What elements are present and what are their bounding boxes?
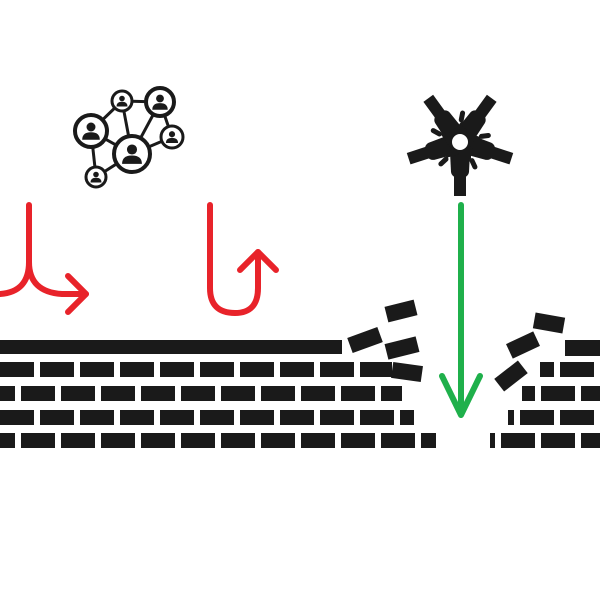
- wall-brick: [360, 410, 394, 425]
- wall-brick: [120, 362, 154, 377]
- person-node: [73, 113, 109, 149]
- wall-brick: [101, 433, 135, 448]
- wall-brick: [581, 433, 600, 448]
- loose-brick: [347, 327, 383, 353]
- wall-brick: [541, 386, 575, 401]
- brick-wall: [0, 340, 600, 448]
- wall-brick: [280, 362, 314, 377]
- wall-brick: [0, 433, 15, 448]
- wall-brick: [490, 433, 495, 448]
- wall-brick: [21, 433, 55, 448]
- wall-brick: [301, 433, 335, 448]
- wall-brick: [560, 410, 594, 425]
- wall-brick: [40, 410, 74, 425]
- wall-brick: [320, 362, 354, 377]
- wall-brick: [0, 362, 34, 377]
- wall-brick: [61, 386, 95, 401]
- u-turn-deflect-arrow: [207, 202, 279, 316]
- wall-brick: [341, 386, 375, 401]
- through-gap-arrow: [439, 202, 483, 418]
- wall-brick: [421, 433, 436, 448]
- wall-brick: [522, 386, 535, 401]
- wall-brick: [240, 362, 274, 377]
- hand: [423, 94, 469, 145]
- wall-brick: [141, 386, 175, 401]
- fallen-bricks: [347, 299, 600, 392]
- wall-brick: [61, 433, 95, 448]
- wall-brick: [80, 410, 114, 425]
- loose-brick: [391, 361, 423, 383]
- wall-brick: [581, 386, 600, 401]
- loose-brick: [565, 340, 600, 356]
- wall-brick: [160, 362, 194, 377]
- wall-brick: [320, 410, 354, 425]
- wall-brick: [508, 410, 514, 425]
- wall-brick: [200, 362, 234, 377]
- loose-brick: [506, 331, 540, 359]
- wall-brick: [400, 410, 414, 425]
- wall-brick: [360, 362, 392, 377]
- loose-brick: [494, 360, 528, 392]
- person-node: [110, 89, 134, 113]
- people-network-icon: [73, 86, 185, 189]
- wall-brick: [101, 386, 135, 401]
- split-deflect-arrow: [0, 202, 89, 315]
- wall-brick: [381, 433, 415, 448]
- loose-brick: [532, 312, 566, 334]
- wall-brick: [40, 362, 74, 377]
- wall-brick: [381, 386, 402, 401]
- wall-brick: [0, 410, 34, 425]
- person-node: [159, 124, 185, 150]
- person-node: [144, 86, 176, 118]
- wall-brick: [160, 410, 194, 425]
- wall-brick: [240, 410, 274, 425]
- wall-brick: [221, 433, 255, 448]
- loose-brick: [384, 336, 420, 360]
- wall-brick: [280, 410, 314, 425]
- wall-brick: [21, 386, 55, 401]
- wall-brick: [560, 362, 594, 377]
- wall-brick: [501, 433, 535, 448]
- person-node: [112, 134, 152, 174]
- wall-brick: [80, 362, 114, 377]
- wall-brick: [0, 340, 342, 354]
- person-node: [84, 165, 108, 189]
- wall-brick: [261, 386, 295, 401]
- wall-brick: [181, 386, 215, 401]
- wall-brick: [200, 410, 234, 425]
- wall-brick: [541, 433, 575, 448]
- wall-brick: [540, 362, 554, 377]
- wall-brick: [120, 410, 154, 425]
- wall-brick: [181, 433, 215, 448]
- loose-brick: [384, 299, 418, 323]
- wall-brick: [520, 410, 554, 425]
- joined-hands-icon: [406, 94, 514, 196]
- wall-brick: [221, 386, 255, 401]
- wall-brick: [301, 386, 335, 401]
- wall-brick: [261, 433, 295, 448]
- wall-brick: [0, 386, 15, 401]
- wall-brick: [141, 433, 175, 448]
- wall-brick: [341, 433, 375, 448]
